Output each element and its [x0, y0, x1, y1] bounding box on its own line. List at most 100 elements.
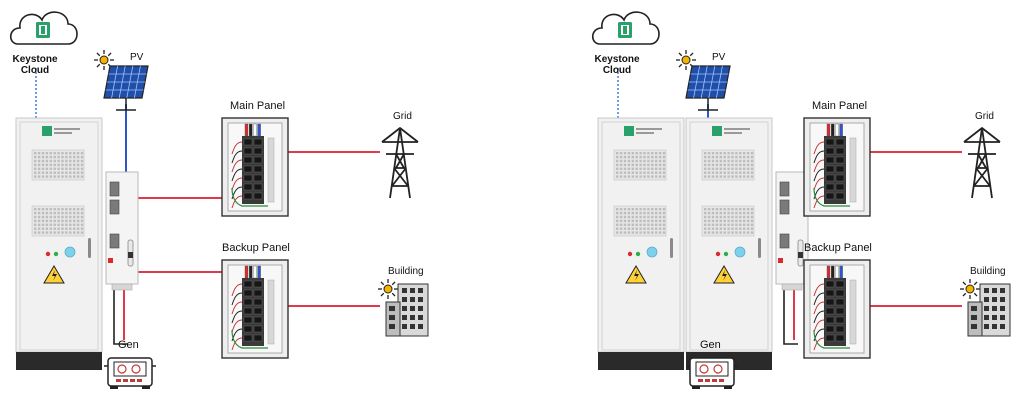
- status-led-red: [627, 251, 633, 257]
- vent-hole: [37, 155, 41, 159]
- generator-foot: [724, 386, 732, 389]
- vent-hole: [723, 231, 726, 234]
- vent-hole: [53, 215, 56, 219]
- building-window: [1000, 315, 1005, 320]
- breaker: [243, 316, 253, 324]
- cloud-label: Keystone: [12, 54, 58, 65]
- breaker: [243, 325, 253, 333]
- vent-hole: [631, 175, 634, 178]
- vent-hole: [739, 175, 742, 178]
- vent-hole: [651, 152, 654, 155]
- vent-hole: [655, 227, 658, 230]
- vent-hole: [65, 159, 68, 163]
- vent-hole: [723, 208, 726, 211]
- vent-hole: [616, 175, 619, 178]
- vent-hole: [76, 208, 80, 211]
- vent-hole: [37, 171, 41, 174]
- vent-hole: [651, 215, 654, 219]
- vent-hole: [57, 211, 60, 215]
- vent-hole: [658, 163, 662, 167]
- vent-hole: [651, 163, 654, 167]
- status-led-red: [715, 251, 721, 257]
- vent-hole: [65, 211, 68, 215]
- vent-hole: [746, 171, 750, 174]
- building-window: [1000, 306, 1005, 311]
- vent-hole: [41, 159, 45, 163]
- vent-hole: [655, 215, 658, 219]
- backup-panel-label: Backup Panel: [222, 242, 290, 254]
- vent-hole: [651, 175, 654, 178]
- vent-hole: [80, 223, 84, 226]
- panel-feed-wire: [249, 265, 253, 279]
- vent-hole: [37, 208, 41, 211]
- vent-hole: [73, 152, 76, 155]
- vent-hole: [647, 171, 650, 174]
- sun-disc: [681, 55, 691, 65]
- vent-hole: [80, 163, 84, 167]
- building-window: [418, 315, 423, 320]
- inverter-switch-knob: [798, 252, 803, 258]
- vent-hole: [76, 231, 80, 234]
- vent-hole: [750, 208, 754, 211]
- sun-ray: [678, 63, 683, 68]
- branch-wire: [813, 186, 825, 200]
- vent-hole: [65, 155, 68, 159]
- vent-hole: [750, 215, 754, 219]
- vent-hole: [635, 163, 638, 167]
- inverter-port: [779, 233, 790, 249]
- vent-hole: [643, 155, 646, 159]
- vent-hole: [643, 219, 646, 223]
- building-window: [389, 324, 395, 329]
- vent-hole: [616, 163, 619, 167]
- vent-hole: [719, 163, 722, 167]
- vent-hole: [635, 231, 638, 234]
- vent-hole: [662, 227, 666, 230]
- building-window: [418, 324, 423, 329]
- building-window: [1000, 288, 1005, 293]
- vent-hole: [41, 171, 45, 174]
- vent-hole: [662, 167, 666, 170]
- inverter-port: [109, 199, 120, 215]
- vent-hole: [715, 171, 719, 174]
- vent-hole: [746, 163, 750, 167]
- vent-hole: [658, 227, 662, 230]
- vent-hole: [655, 155, 658, 159]
- breaker: [253, 316, 263, 324]
- vent-hole: [643, 208, 646, 211]
- vent-hole: [639, 152, 642, 155]
- vent-hole: [631, 171, 634, 174]
- vent-hole: [647, 167, 650, 170]
- vent-hole: [662, 211, 666, 215]
- vent-hole: [631, 208, 634, 211]
- vent-hole: [639, 219, 642, 223]
- vent-hole: [616, 155, 619, 159]
- building-window: [418, 297, 423, 302]
- vent-hole: [73, 208, 76, 211]
- vent-hole: [647, 227, 650, 230]
- cabinet-vent: [701, 205, 755, 237]
- vent-hole: [711, 155, 715, 159]
- vent-hole: [715, 152, 719, 155]
- breaker: [835, 298, 845, 306]
- panel-feed-wire: [831, 265, 835, 279]
- breaker: [825, 147, 835, 155]
- branch-wire: [231, 292, 243, 306]
- vent-hole: [731, 175, 734, 178]
- generator-gauge: [699, 364, 709, 374]
- vent-hole: [37, 152, 41, 155]
- vent-hole: [627, 227, 631, 230]
- building-window: [971, 306, 977, 311]
- vent-hole: [73, 211, 76, 215]
- vent-hole: [643, 175, 646, 178]
- vent-hole: [735, 211, 738, 215]
- generator-icon: [104, 357, 156, 389]
- branch-wire: [231, 159, 243, 173]
- vent-hole: [711, 208, 715, 211]
- cabinet-door: [689, 121, 769, 351]
- vent-hole: [727, 152, 730, 155]
- vent-hole: [80, 219, 84, 223]
- vent-hole: [651, 159, 654, 163]
- vent-hole: [635, 152, 638, 155]
- vent-hole: [739, 211, 742, 215]
